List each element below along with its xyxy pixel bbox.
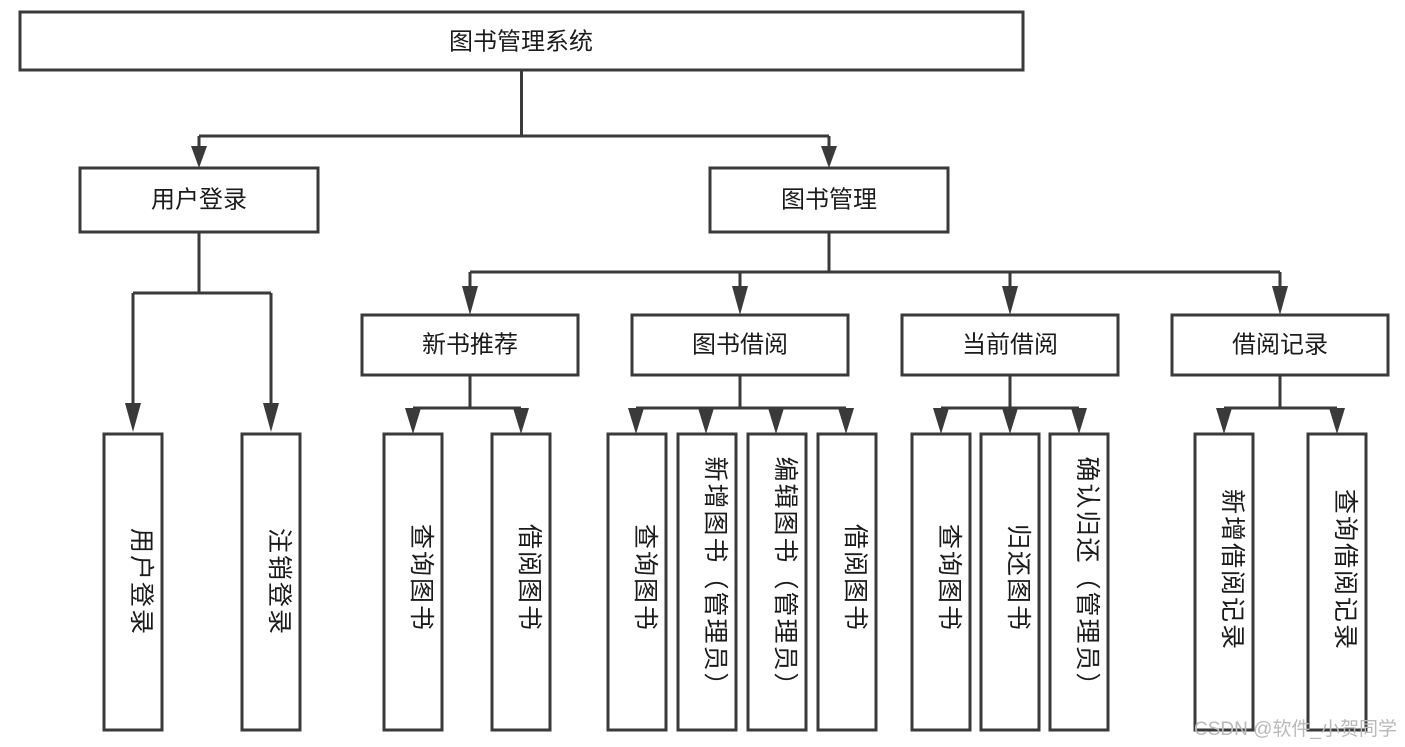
arrow-head-borrow-record: [1272, 286, 1288, 315]
node-new-book-recommend-box[interactable]: [360, 313, 580, 377]
arrow-head-leaf-query-book-3: [933, 408, 949, 434]
node-borrow-record-label: 借阅记录: [1232, 331, 1328, 358]
arrow-head-leaf-query-book-1: [405, 408, 421, 434]
leaf-query-book-1-label: 查询图书: [407, 524, 435, 632]
node-book-management-label: 图书管理: [781, 186, 877, 213]
leaf-borrow-book-2-label: 借阅图书: [841, 524, 869, 632]
leaf-borrow-book-2[interactable]: 借阅图书: [816, 432, 878, 732]
node-book-borrow-box[interactable]: [630, 313, 850, 377]
leaf-query-book-2-label: 查询图书: [631, 524, 659, 632]
node-new-book-recommend[interactable]: 新书推荐: [360, 313, 580, 377]
leaf-user-login-box[interactable]: [102, 432, 164, 732]
leaf-logout-login-box[interactable]: [240, 432, 302, 732]
leaf-add-book-box[interactable]: [676, 432, 738, 732]
arrow-head-leaf-add-book: [698, 408, 714, 434]
node-book-borrow[interactable]: 图书借阅: [630, 313, 850, 377]
node-new-book-recommend-label: 新书推荐: [422, 331, 518, 358]
leaf-query-record-label: 查询借阅记录: [1331, 489, 1359, 651]
node-current-borrow[interactable]: 当前借阅: [900, 313, 1120, 377]
leaf-add-record-box[interactable]: [1193, 432, 1255, 732]
arrow-head-user-login: [191, 146, 207, 168]
node-root-label: 图书管理系统: [449, 28, 593, 55]
leaf-borrow-book-1[interactable]: 借阅图书: [490, 432, 552, 732]
arrow-head-leaf-borrow-book-2: [838, 408, 854, 434]
arrow-head-leaf-user-login: [125, 403, 141, 432]
connector-group-new-book-recommend: [405, 375, 529, 434]
leaf-query-book-2-box[interactable]: [606, 432, 668, 732]
leaf-return-book[interactable]: 归还图书: [979, 432, 1041, 732]
arrow-head-new-book-recommend: [462, 286, 478, 315]
leaf-logout-login[interactable]: 注销登录: [240, 432, 302, 732]
arrow-head-leaf-confirm-return: [1071, 408, 1087, 434]
arrow-head-book-management: [821, 146, 837, 168]
arrow-head-book-borrow: [732, 286, 748, 315]
leaf-query-record-box[interactable]: [1306, 432, 1368, 732]
leaf-add-book[interactable]: 新增图书（管理员）: [676, 432, 738, 732]
leaf-edit-book-label: 编辑图书（管理员）: [771, 456, 799, 699]
node-current-borrow-label: 当前借阅: [962, 331, 1058, 358]
leaf-add-record[interactable]: 新增借阅记录: [1193, 432, 1255, 732]
node-borrow-record-box[interactable]: [1170, 313, 1390, 377]
arrow-head-leaf-borrow-book-1: [513, 408, 529, 434]
leaf-edit-book-box[interactable]: [746, 432, 808, 732]
leaf-query-book-3-box[interactable]: [910, 432, 972, 732]
node-root-box[interactable]: [18, 10, 1025, 72]
leaf-query-book-1[interactable]: 查询图书: [382, 432, 444, 732]
node-user-login[interactable]: 用户登录: [78, 166, 320, 234]
arrow-head-leaf-return-book: [1002, 408, 1018, 434]
node-user-login-label: 用户登录: [151, 186, 247, 213]
node-book-borrow-label: 图书借阅: [692, 331, 788, 358]
leaf-add-record-label: 新增借阅记录: [1218, 489, 1246, 651]
arrow-head-leaf-edit-book: [768, 408, 784, 434]
leaf-logout-login-label: 注销登录: [265, 528, 293, 636]
leaf-borrow-book-2-box[interactable]: [816, 432, 878, 732]
node-root[interactable]: 图书管理系统: [18, 10, 1025, 72]
node-borrow-record[interactable]: 借阅记录: [1170, 313, 1390, 377]
leaf-query-book-3[interactable]: 查询图书: [910, 432, 972, 732]
arrow-head-current-borrow: [1002, 286, 1018, 315]
node-book-management-box[interactable]: [708, 166, 950, 234]
connector-group-book-management: [462, 232, 1288, 315]
leaf-confirm-return-box[interactable]: [1048, 432, 1110, 732]
connector-group-current-borrow: [933, 375, 1087, 434]
leaf-query-book-1-box[interactable]: [382, 432, 444, 732]
leaf-user-login[interactable]: 用户登录: [102, 432, 164, 732]
arrow-head-leaf-query-record: [1329, 408, 1345, 434]
leaf-edit-book[interactable]: 编辑图书（管理员）: [746, 432, 808, 732]
leaf-add-book-label: 新增图书（管理员）: [701, 456, 729, 699]
connector-group-borrow-record: [1216, 375, 1345, 434]
leaf-confirm-return-label: 确认归还（管理员）: [1073, 456, 1101, 699]
leaf-return-book-label: 归还图书: [1004, 524, 1032, 632]
node-user-login-box[interactable]: [78, 166, 320, 234]
leaf-borrow-book-1-label: 借阅图书: [515, 524, 543, 632]
leaf-user-login-label: 用户登录: [127, 528, 155, 636]
arrow-head-leaf-query-book-2: [628, 408, 644, 434]
leaf-query-record[interactable]: 查询借阅记录: [1306, 432, 1368, 732]
arrow-head-leaf-logout-login: [263, 403, 279, 432]
leaf-return-book-box[interactable]: [979, 432, 1041, 732]
node-book-management[interactable]: 图书管理: [708, 166, 950, 234]
leaf-query-book-3-label: 查询图书: [935, 524, 963, 632]
node-current-borrow-box[interactable]: [900, 313, 1120, 377]
connector-group-book-borrow: [628, 375, 854, 434]
leaf-query-book-2[interactable]: 查询图书: [606, 432, 668, 732]
leaf-borrow-book-1-box[interactable]: [490, 432, 552, 732]
leaf-confirm-return[interactable]: 确认归还（管理员）: [1048, 432, 1110, 732]
connector-group-user-login: [125, 232, 279, 432]
arrow-head-leaf-add-record: [1216, 408, 1232, 434]
connector-group-root: [191, 70, 837, 168]
